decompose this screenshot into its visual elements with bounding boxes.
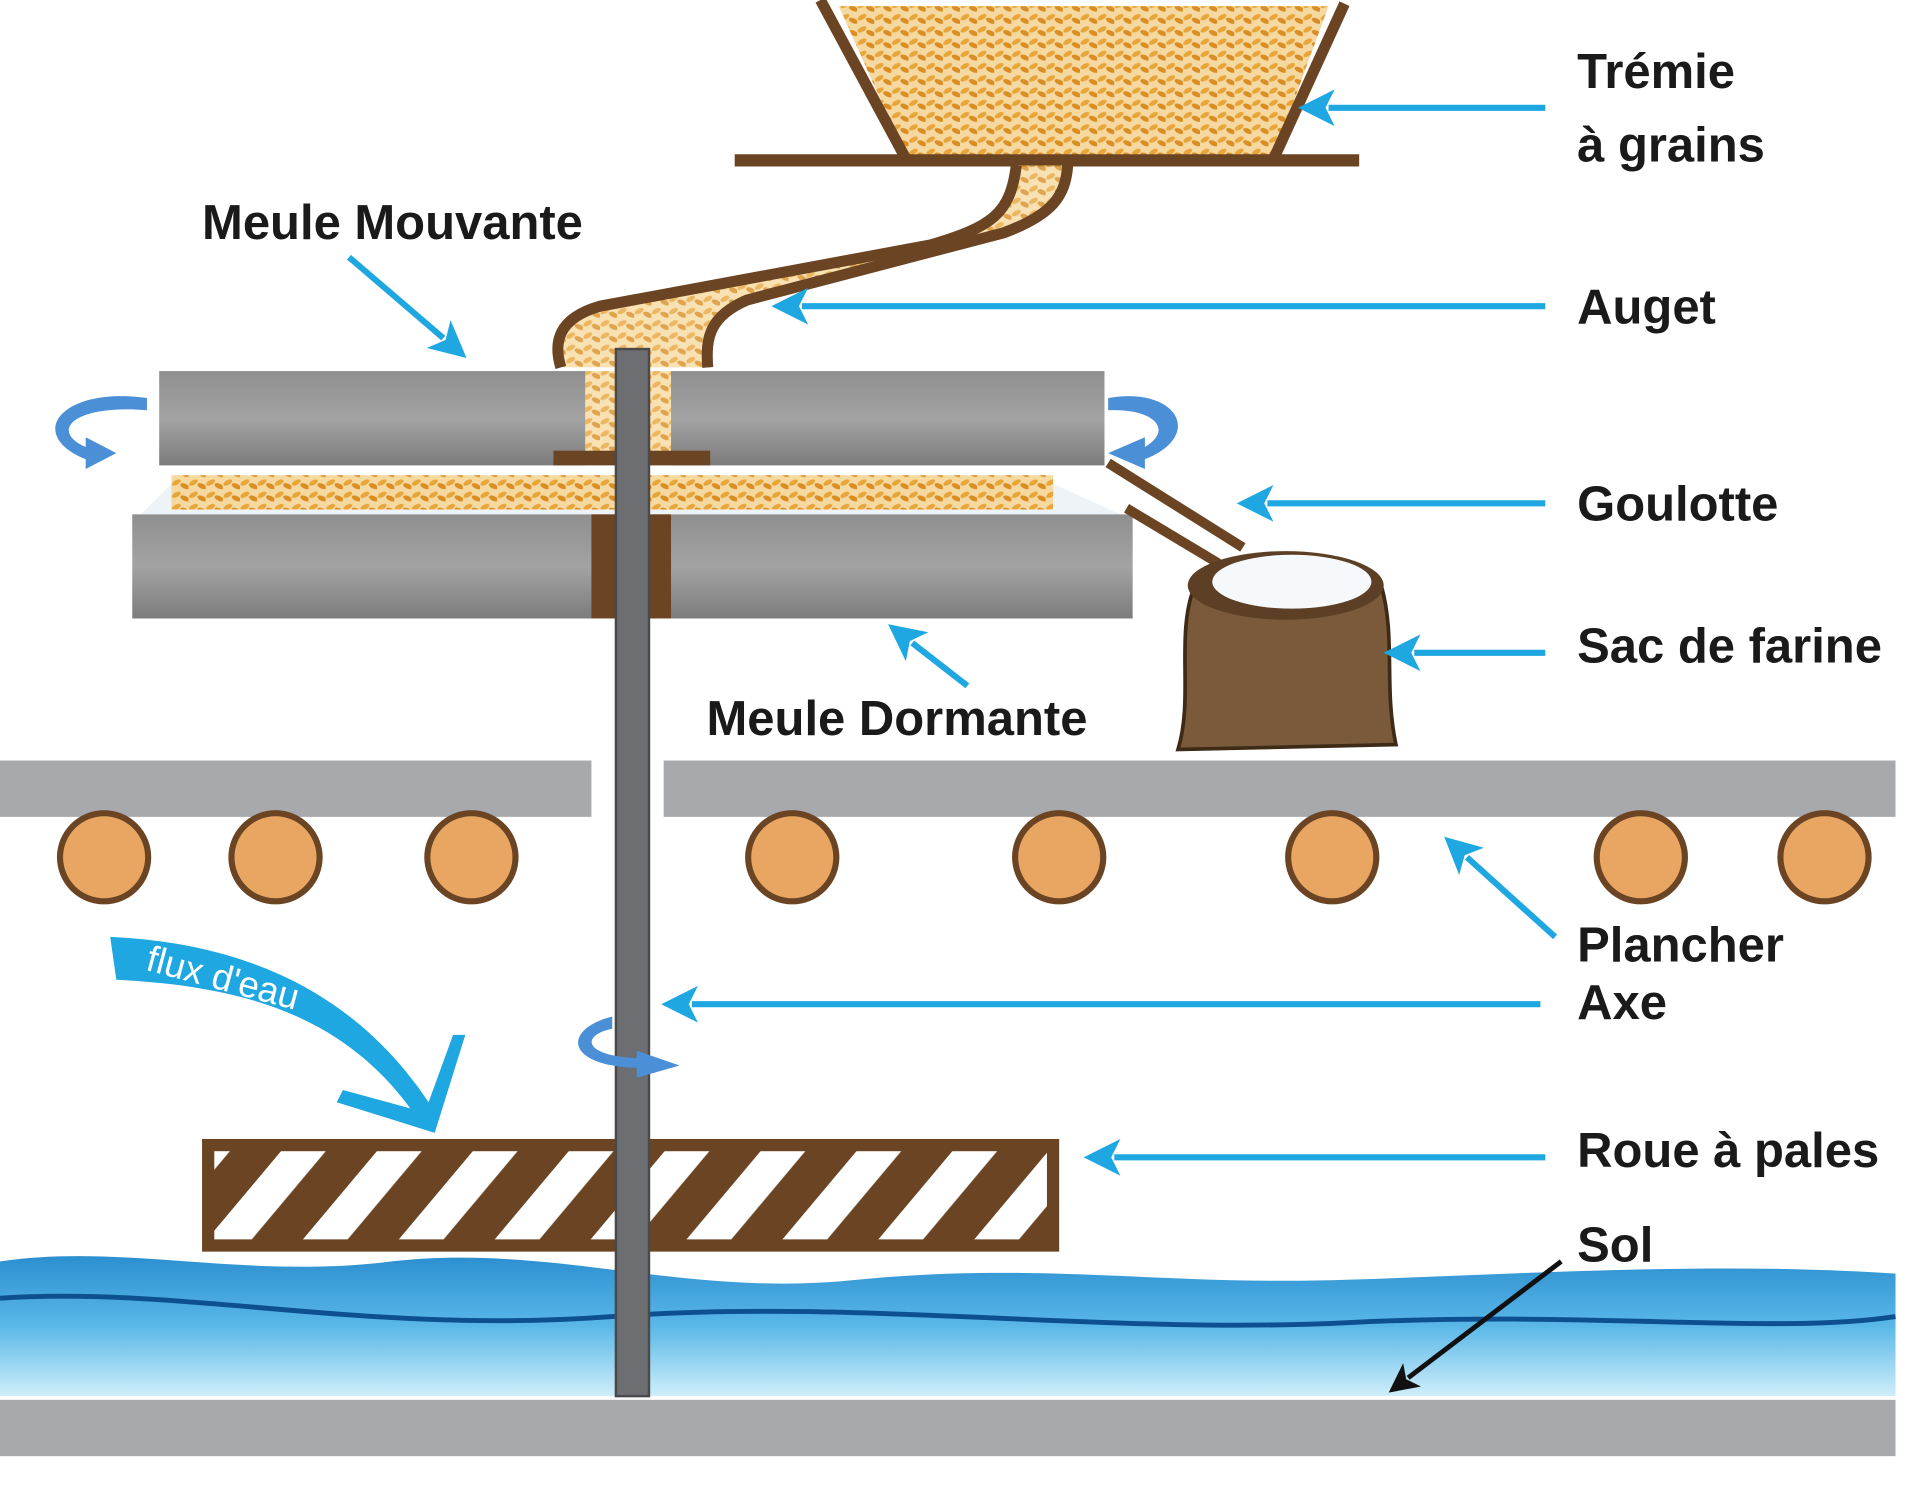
log [1285,810,1380,905]
grain-hopper [734,0,1360,167]
label-goulotte: Goulotte [1577,477,1778,531]
ground-sol [0,1399,1896,1457]
label-roue: Roue à pales [1577,1124,1879,1178]
water-flow-arrow: flux d'eau [110,936,466,1133]
grain-layer [171,475,1054,510]
log [1593,810,1688,905]
goulotte-spout [1105,458,1246,568]
label-sol: Sol [1577,1218,1653,1272]
log [424,810,519,905]
arrow-meule-mouvante-icon [346,254,467,358]
auget-chute [552,164,1074,369]
pointer-arrows [346,89,1563,1393]
water [0,1256,1896,1397]
label-tremie-line1: Trémie [1577,45,1735,99]
rotation-arrow-icon [578,1016,680,1078]
label-meule-dormante: Meule Dormante [707,692,1088,746]
label-sac: Sac de farine [1577,620,1882,674]
rotation-arrow-icon [1108,396,1178,470]
water-wave [0,1293,1896,1328]
log [745,810,840,905]
label-plancher: Plancher [1577,918,1784,972]
label-axe: Axe [1577,976,1667,1030]
log [1777,810,1872,905]
log [56,810,152,905]
flour-sack [1175,551,1399,752]
label-tremie-line2: à grains [1577,119,1765,173]
rotation-arrow-icon [55,396,147,470]
arrow-plancher-icon [1444,836,1558,940]
log [1012,810,1107,905]
axle-shaft [614,347,651,1398]
floor-plancher [0,760,1896,905]
arrow-sol-icon [1388,1259,1563,1393]
label-auget: Auget [1577,280,1716,334]
arrow-meule-dormante-icon [888,624,970,689]
log [228,810,323,905]
label-meule-mouvante: Meule Mouvante [202,196,583,250]
label-flux: flux d'eau [142,938,303,1018]
